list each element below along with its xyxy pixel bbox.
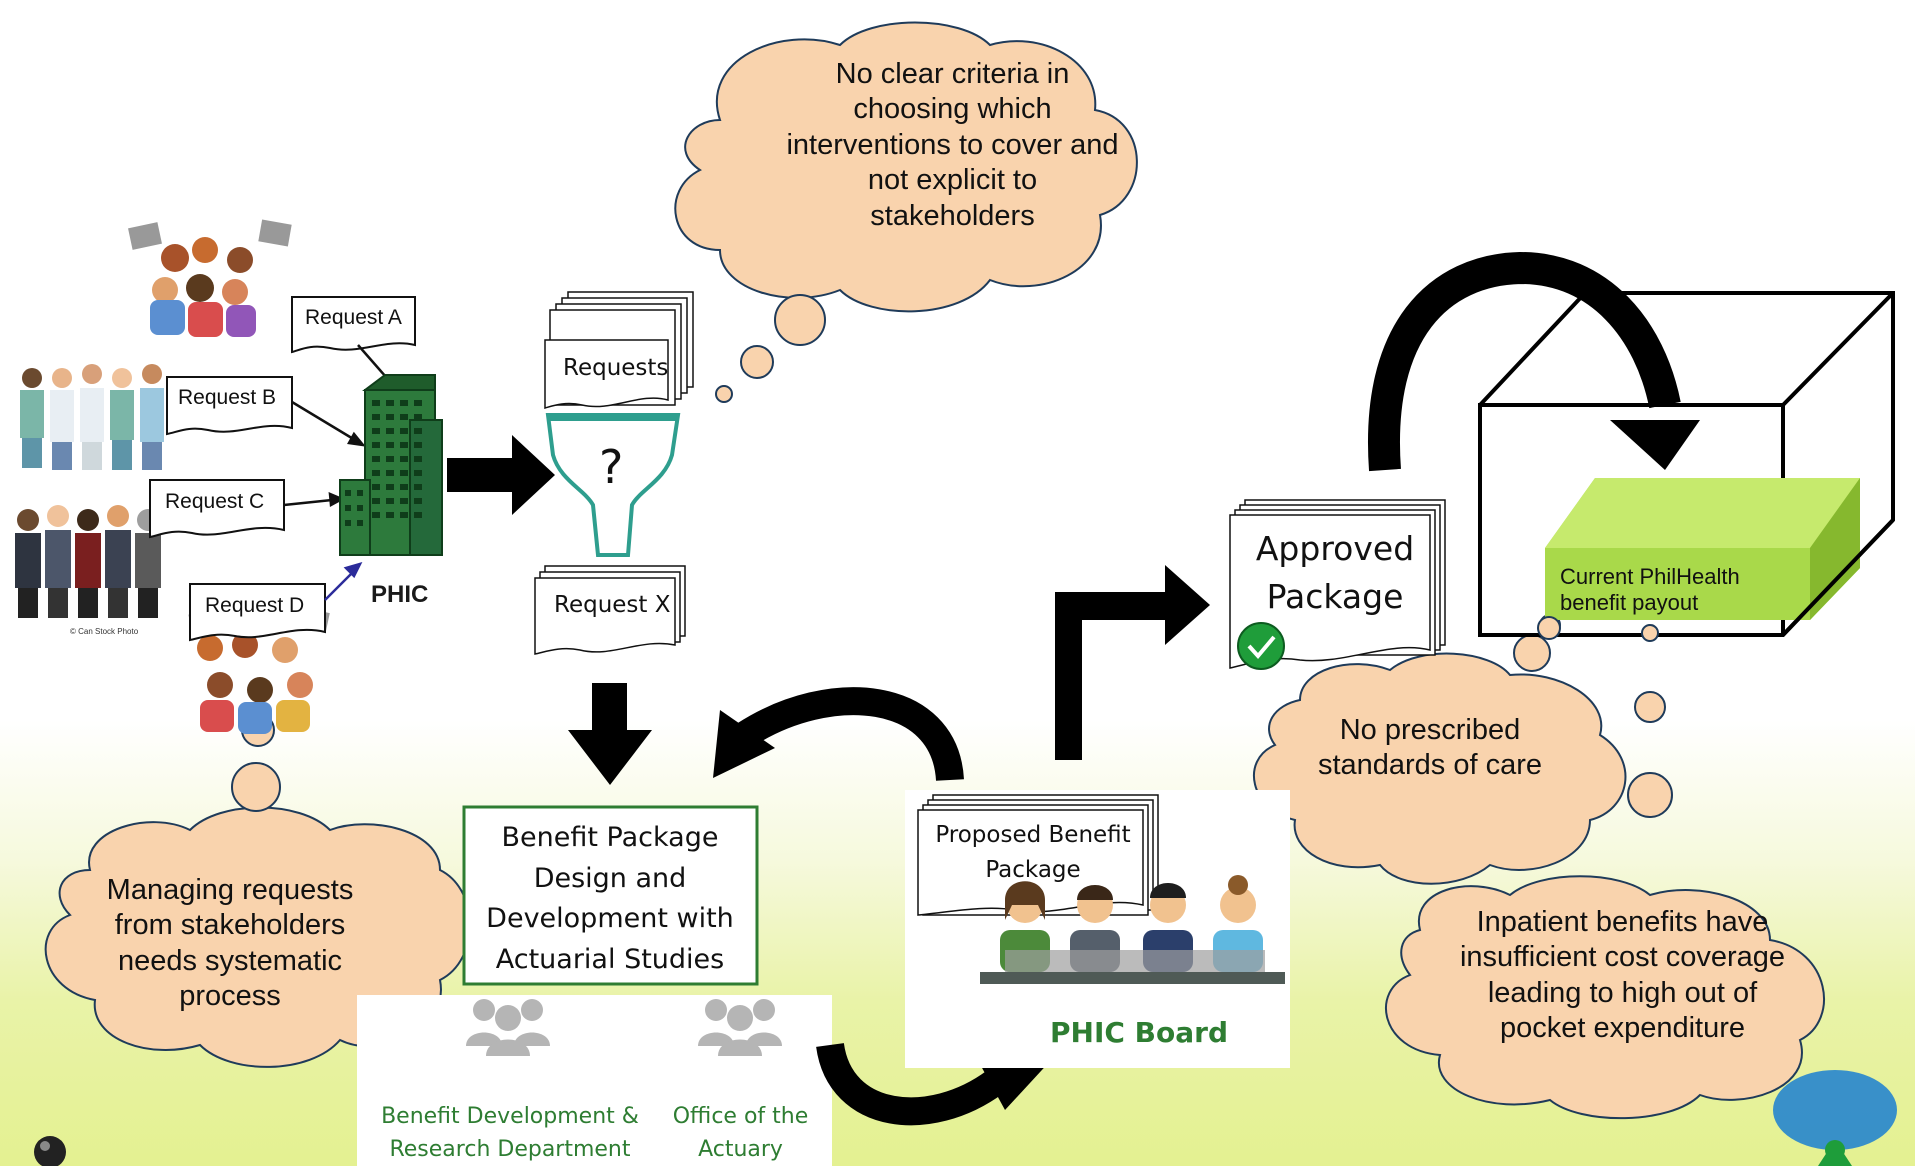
philhealth-logo-icon [1773,1070,1897,1166]
thought-bubbles-box [1537,616,1659,642]
cloud-criteria [674,21,1138,313]
requests-stack-label: Requests [563,355,669,381]
curved-arrow-forward [816,1042,1053,1126]
approved-doc-stack [1229,499,1446,669]
department-panel [357,995,832,1166]
crowd-protesters-top [128,219,292,337]
crowd-business [15,505,161,618]
payout-label: Current PhilHealth benefit payout [1560,564,1740,616]
elbow-arrow-up [1055,565,1210,760]
request-arrow-d [324,562,363,601]
request-d-label: Request D [205,594,305,617]
cloud-inpatient [1385,875,1825,1120]
crowd-protesters-bottom [188,607,330,734]
requests-stack [544,291,694,409]
building-windows [345,400,422,526]
group-icon-brd [466,999,550,1056]
board-members-icon [980,875,1285,984]
cloud-inpatient-text: Inpatient benefits have insufficient cos… [1459,906,1786,1045]
request-doc-c [149,479,285,539]
cloud-standards-text: No prescribed standards of care [1317,714,1543,782]
approved-label: Approved Package [1255,529,1415,616]
proposed-label: Proposed Benefit Package [935,822,1131,883]
decorative-ball [34,1136,66,1166]
design-box [462,805,759,986]
actuary-label: Office of the Actuary [672,1104,809,1162]
payout-block [1545,478,1860,620]
request-x-label: Request X [554,592,671,618]
request-doc-d [189,583,326,642]
cloud-managing-text: Managing requests from stakeholders need… [106,874,354,1013]
curved-arrow-back [713,687,964,782]
arrow-down-to-design [568,683,652,785]
filter-question-mark: ? [599,440,624,494]
curved-arrow-to-box [1368,251,1700,472]
request-c-label: Request C [165,490,265,513]
request-arrows [283,344,400,508]
phic-label: PHIC [371,581,429,608]
group-icon-actuary [698,999,782,1056]
design-box-text: Benefit Package Design and Development w… [486,822,734,975]
crowd-doctors [20,364,164,470]
request-doc-b [166,376,293,436]
request-a-label: Request A [305,306,402,329]
check-icon [1237,622,1285,670]
arrow-to-filter [447,435,555,515]
brd-label: Benefit Development & Research Departmen… [381,1104,639,1162]
cloud-criteria-text: No clear criteria in choosing which inte… [786,58,1119,232]
thought-bubbles-criteria [715,294,826,403]
request-b-label: Request B [178,386,277,409]
request-x-stack [534,565,686,655]
filter-funnel-icon [545,413,681,557]
photo-credit: © Can Stock Photo [70,627,139,636]
request-doc-a [291,296,416,354]
box-front-edge [1480,518,1895,637]
board-label: PHIC Board [1050,1016,1228,1049]
